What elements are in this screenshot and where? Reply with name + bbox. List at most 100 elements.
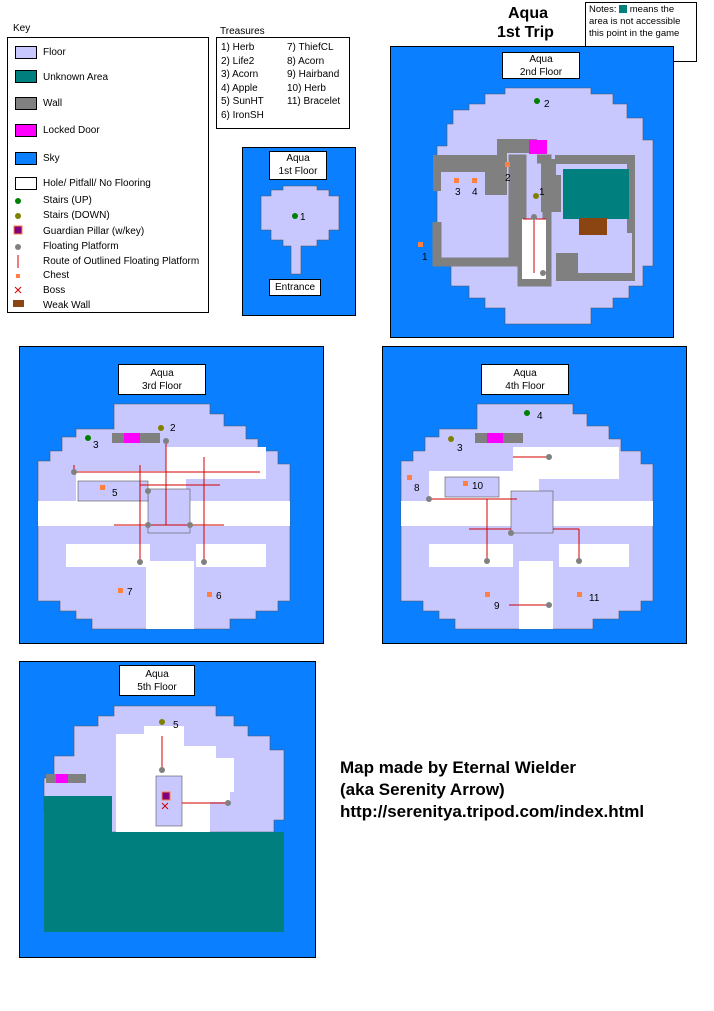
map-marker: 3 [455,187,461,198]
map-marker: 5 [112,488,118,499]
key-box: Floor Unknown Area Wall Locked Door Sky … [7,37,209,313]
floor-3-label: Aqua 3rd Floor [118,364,206,395]
key-hole-label: Hole/ Pitfall/ No Flooring [43,178,151,189]
treasures-box: 1) Herb 2) Life2 3) Acorn 4) Apple 5) Su… [216,37,350,129]
floor-5-map: 5 [43,705,285,932]
floor-4-panel: 4 3 8 10 9 11 Aqua 4th Floor [382,346,687,644]
floor-name: Aqua [513,368,537,379]
boss-cross-icon [14,286,22,294]
stairs-up-icon [534,98,540,104]
key-guardian-label: Guardian Pillar (w/key) [43,226,145,237]
wall-swatch-icon [15,97,37,110]
key-heading: Key [13,23,31,34]
stairs-up-icon [85,435,91,441]
floor-4-map: 4 3 8 10 9 11 [400,403,654,630]
chest-square-icon [16,274,20,278]
chest-icon [505,162,510,167]
sky-swatch-icon [15,152,37,165]
floor-2-panel: 2 2 3 4 1 1 Aqua 2nd Floor [390,46,674,338]
floor-1-panel: 1 Aqua 1st Floor Entrance [242,147,356,316]
key-locked-door-label: Locked Door [43,125,100,136]
floor-2-map: 2 2 3 4 1 1 [418,87,654,325]
floor-4-label: Aqua 4th Floor [481,364,569,395]
floor-number: 4th Floor [505,381,545,392]
map-marker: 11 [589,593,600,604]
floor-3-map: 3 2 5 7 6 [37,403,291,630]
stairs-down-icon [158,425,164,431]
map-marker: 3 [93,440,99,451]
platform-dot-icon [15,244,21,250]
chest-icon [454,178,459,183]
stairs-down-icon [159,719,165,725]
map-marker: 1 [300,212,306,223]
stairs-up-icon [292,213,298,219]
floor-5-panel: 5 Aqua 5th Floor [19,661,316,958]
credit-alias: (aka Serenity Arrow) [340,780,505,799]
notes-prefix: Notes: [589,4,617,15]
floor-2-label: Aqua 2nd Floor [502,52,580,79]
treasure-item: 10) Herb [287,82,326,94]
floor-number: 1st Floor [278,166,318,177]
unknown-area-swatch-icon [619,5,628,13]
map-title: Aqua [508,5,548,22]
stairs-up-dot-icon [15,198,21,204]
treasure-item: 9) Hairband [287,69,340,80]
treasures-heading: Treasures [220,26,265,37]
map-marker: 4 [472,187,478,198]
chest-icon [472,178,477,183]
unknown-area-swatch-icon [15,70,37,83]
key-sky-label: Sky [43,153,60,164]
treasure-list-2: 7) ThiefCL 8) Acorn 9) Hairband 10) Herb… [287,41,340,109]
key-route-label: Route of Outlined Floating Platform [43,256,200,267]
stairs-down-icon [533,193,539,199]
map-subtitle: 1st Trip [497,24,554,41]
floor-3-panel: 3 2 5 7 6 Aqua 3rd Floor [19,346,324,644]
chest-icon [577,592,582,597]
map-marker: 1 [422,252,428,263]
notes-text: means the area is not accessible this po… [589,4,681,39]
treasure-item: 7) ThiefCL [287,42,334,53]
stairs-down-icon [448,436,454,442]
chest-icon [485,592,490,597]
floor-number: 5th Floor [137,682,177,693]
map-marker: 2 [544,99,550,110]
stairs-down-dot-icon [15,213,21,219]
treasure-item: 1) Herb [221,42,255,53]
chest-icon [118,588,123,593]
hole-swatch-icon [15,177,37,190]
treasure-list-1: 1) Herb 2) Life2 3) Acorn 4) Apple 5) Su… [221,41,264,122]
chest-icon [100,485,105,490]
floor-5-label: Aqua 5th Floor [119,665,195,696]
entrance-label: Entrance [269,279,321,296]
floor-number: 2nd Floor [519,67,563,78]
key-stairs-down-label: Stairs (DOWN) [43,210,110,221]
treasure-item: 3) Acorn [221,69,259,80]
map-marker: 4 [537,411,543,422]
floor-1-label: Aqua 1st Floor [269,151,327,180]
map-marker: 6 [216,591,222,602]
treasure-item: 2) Life2 [221,55,255,67]
credit-url[interactable]: http://serenitya.tripod.com/index.html [340,802,645,821]
key-floor-label: Floor [43,47,66,58]
guardian-pillar-icon [161,791,171,801]
floor-1-map: 1 [260,185,340,275]
floor-name: Aqua [145,669,169,680]
treasure-item: 8) Acorn [287,55,325,67]
map-marker: 8 [414,483,420,494]
treasure-item: 6) IronSH [221,109,264,121]
key-symbols [13,198,24,307]
chest-icon [407,475,412,480]
treasure-item: 11) Bracelet [287,96,341,107]
boss-icon [161,802,169,810]
key-stairs-up-label: Stairs (UP) [43,195,92,206]
treasure-item: 4) Apple [221,82,258,94]
key-weak-wall-label: Weak Wall [43,300,91,311]
key-boss-label: Boss [43,285,66,296]
floor-name: Aqua [150,368,174,379]
key-chest-label: Chest [43,270,70,281]
floor-name: Aqua [286,153,310,164]
guardian-pillar-square-icon [13,225,23,235]
map-marker: 1 [539,187,545,198]
chest-icon [207,592,212,597]
map-marker: 5 [173,720,179,731]
